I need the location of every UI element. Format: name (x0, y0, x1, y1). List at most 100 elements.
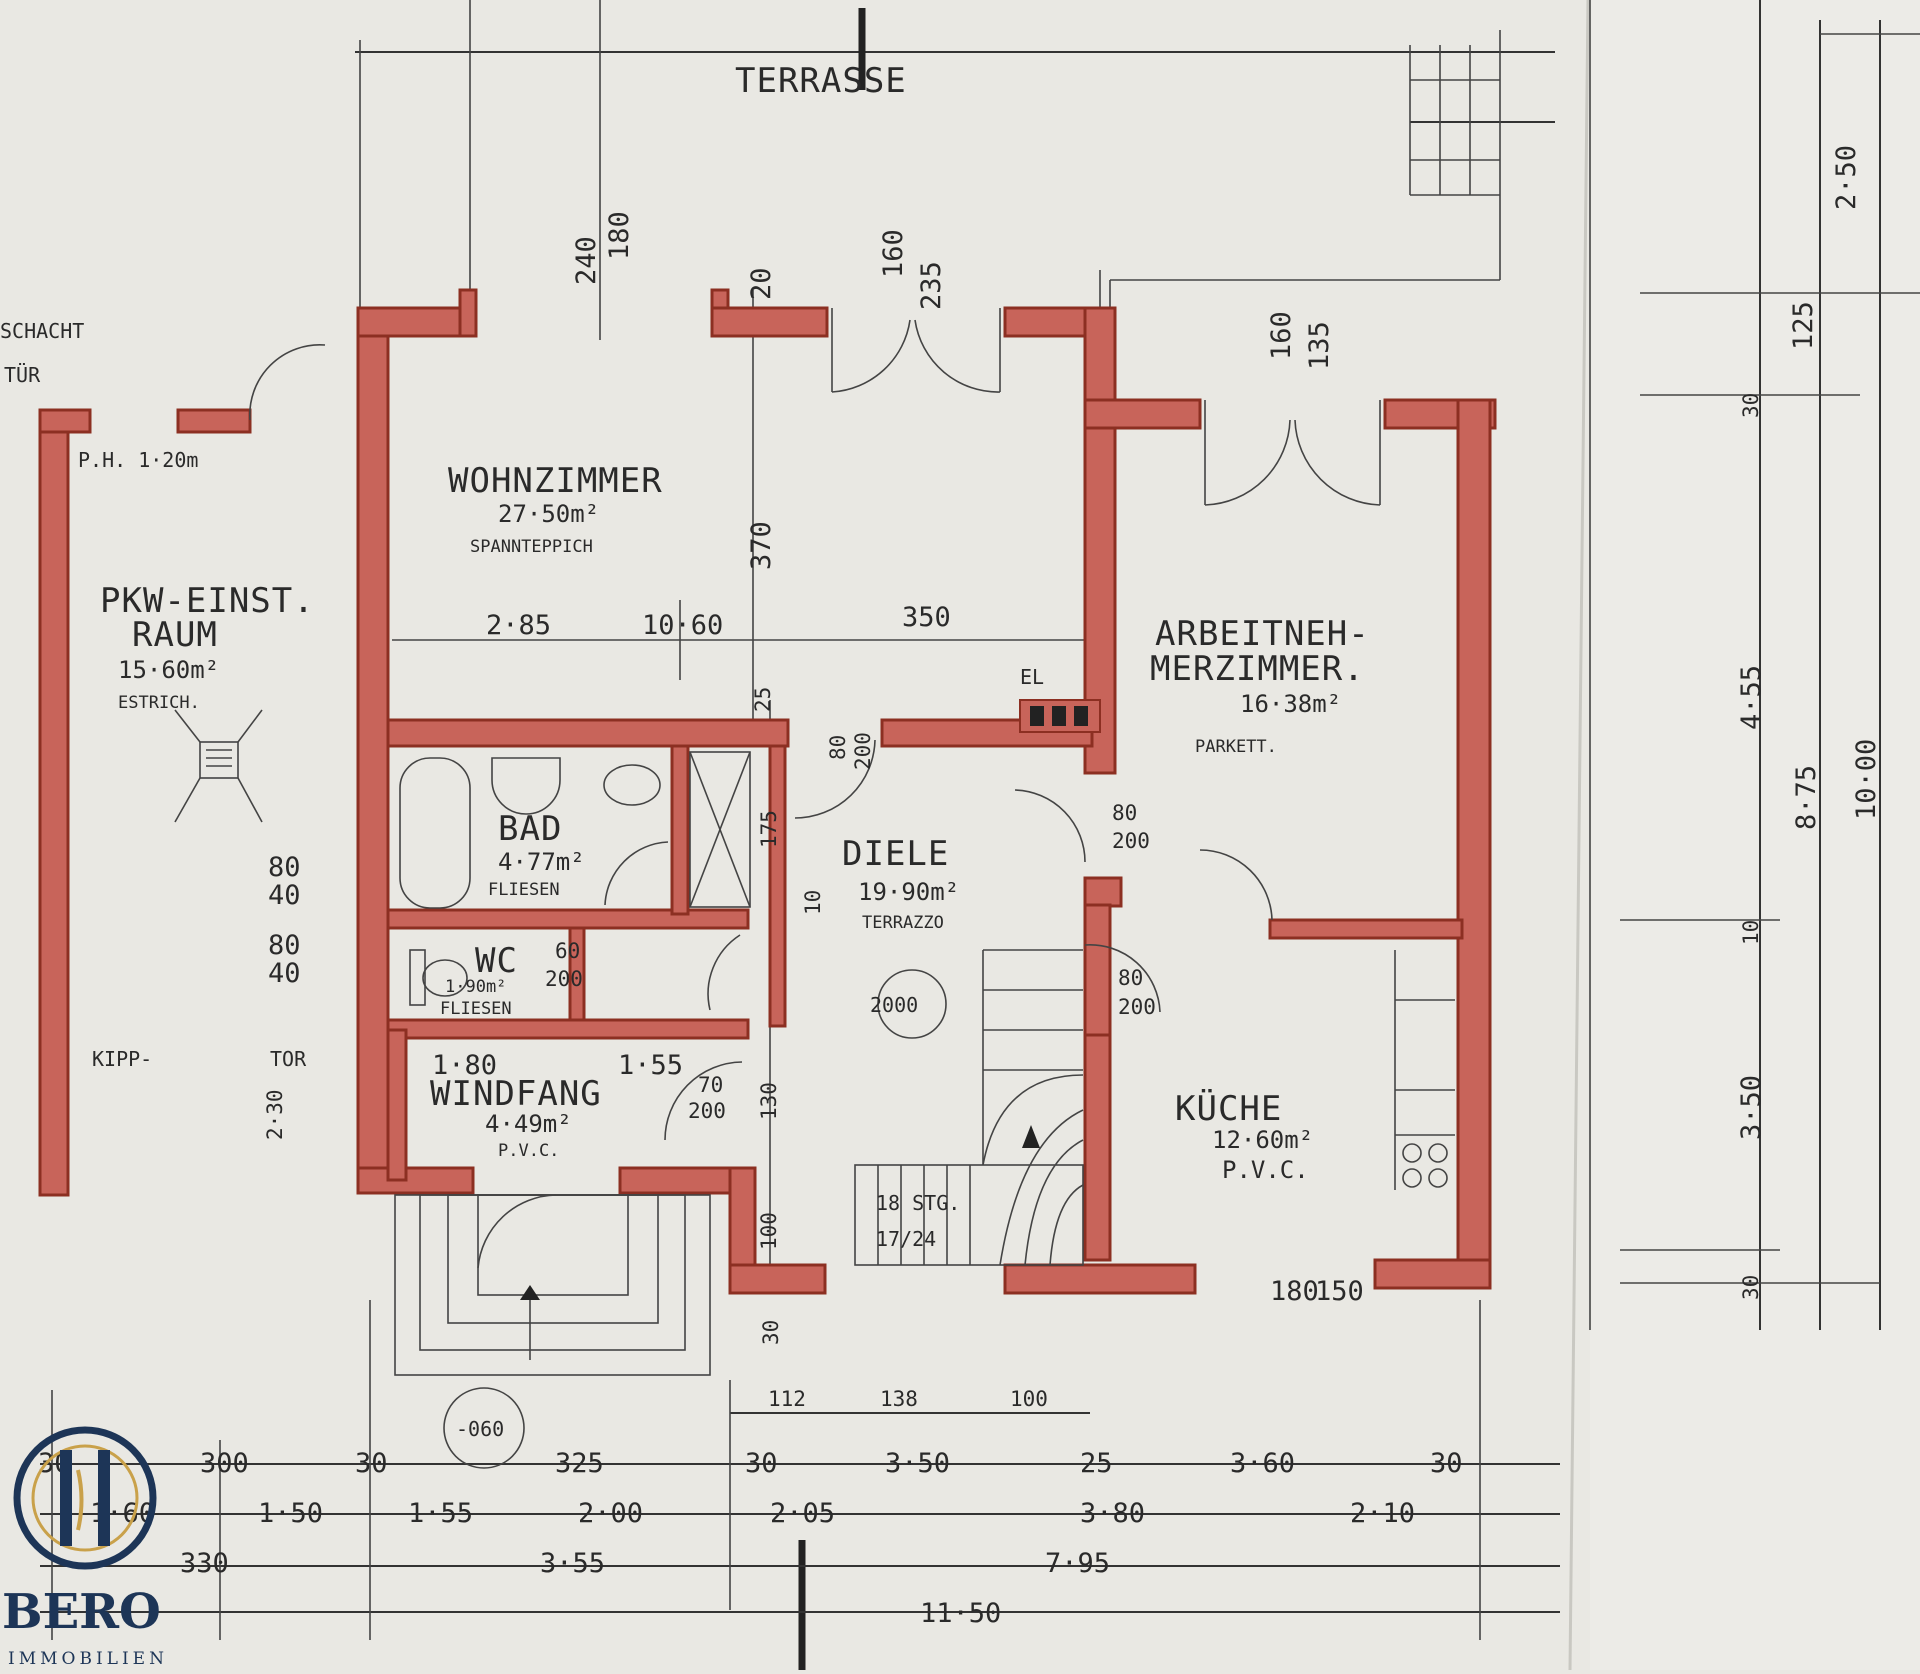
construction-lines (40, 0, 1920, 1670)
dim-80c: 80 (1112, 801, 1137, 825)
dim-150c: 150 (1315, 1276, 1364, 1307)
right-dim-1000: 10·00 (1851, 739, 1882, 820)
schacht-note: SCHACHT (0, 319, 84, 343)
right-dim-875: 8·75 (1791, 765, 1822, 830)
bottom-dim-row1-6: 25 (1080, 1448, 1113, 1479)
dim-200c: 200 (1112, 829, 1150, 853)
terrace-label: TERRASSE (735, 61, 907, 101)
kipp-note: KIPP- (92, 1047, 152, 1071)
diele-area: 19·90m² (858, 878, 959, 906)
bad-name: BAD (498, 809, 562, 849)
kueche-floor: P.V.C. (1222, 1156, 1309, 1184)
wohnzimmer-name: WOHNZIMMER (448, 461, 663, 501)
dim-135: 135 (1304, 321, 1335, 370)
bottom-dim-row1-1: 300 (200, 1448, 249, 1479)
stairs-count: 18 STG. (876, 1191, 960, 1215)
bottom-dim-row3-2: 7·95 (1045, 1548, 1110, 1579)
dim-130: 130 (757, 1082, 781, 1120)
dim-1060: 10·60 (642, 610, 723, 641)
dim-200e: 200 (851, 732, 875, 770)
pkw-floor: ESTRICH. (118, 693, 200, 713)
bottom-dim-row2-1: 1·50 (258, 1498, 323, 1529)
logo-inner-ring-icon (31, 1444, 139, 1552)
dim-200b: 200 (688, 1099, 726, 1123)
dim-180c: 180 (1270, 1276, 1319, 1307)
bottom-dim-row2-5: 3·80 (1080, 1498, 1145, 1529)
diele-name: DIELE (842, 834, 949, 874)
wc-name: WC (475, 941, 518, 981)
bottom-dim-row3-1: 3·55 (540, 1548, 605, 1579)
bottom-dim-row3-0: 330 (180, 1548, 229, 1579)
dim-30a: 30 (759, 1320, 783, 1345)
bad-floor: FLIESEN (488, 880, 560, 900)
bad-area: 4·77m² (498, 848, 585, 876)
dim-80a: 80 (268, 852, 301, 883)
brand-name: BERO (2, 1584, 161, 1640)
windfang-area: 4·49m² (485, 1110, 572, 1138)
dim-370: 370 (746, 521, 777, 570)
tor-note: TOR (270, 1047, 307, 1071)
dim-230: 2·30 (263, 1089, 287, 1140)
pkw-name2: RAUM (132, 615, 218, 655)
dim-350: 350 (902, 602, 951, 633)
bottom-dim-row2-4: 2·05 (770, 1498, 835, 1529)
dim-138: 138 (880, 1387, 918, 1411)
dim-40a: 40 (268, 880, 301, 911)
windfang-floor: P.V.C. (498, 1141, 559, 1161)
dim-25: 25 (751, 687, 775, 712)
right-dim-125: 125 (1788, 301, 1819, 350)
dim-112: 112 (768, 1387, 806, 1411)
dim-10: 10 (801, 890, 825, 915)
bottom-dim-row1-8: 30 (1430, 1448, 1463, 1479)
labels: TERRASSE WOHNZIMMER 27·50m² SPANNTEPPICH… (0, 61, 1882, 1441)
paper-fold (1568, 0, 1590, 1671)
dim-100: 100 (757, 1212, 781, 1250)
kueche-area: 12·60m² (1212, 1126, 1313, 1154)
dim-180b: 1·80 (432, 1050, 497, 1081)
bottom-dim-row1-2: 30 (355, 1448, 388, 1479)
dim-200: 200 (545, 967, 583, 991)
dim-40b: 40 (268, 958, 301, 989)
stairs-ratio: 17/24 (876, 1227, 936, 1251)
bottom-dim-row2-6: 2·10 (1350, 1498, 1415, 1529)
dim-200d: 200 (1118, 995, 1156, 1019)
paper-right-panel (1590, 0, 1920, 1670)
right-dim-10: 10 (1739, 920, 1763, 945)
bero-logo: BERO IMMOBILIEN (2, 1426, 168, 1669)
wc-area: 1·90m² (445, 977, 506, 997)
ph-note: P.H. 1·20m (78, 448, 198, 472)
pkw-area: 15·60m² (118, 656, 219, 684)
dim-240: 240 (571, 236, 602, 285)
dim-100b: 100 (1010, 1387, 1048, 1411)
brand-sub: IMMOBILIEN (8, 1649, 168, 1669)
tuer-note: TÜR (4, 363, 41, 387)
dim-80b: 80 (268, 930, 301, 961)
dim-80e: 80 (826, 735, 850, 760)
bottom-dim-row2-2: 1·55 (408, 1498, 473, 1529)
bottom-dim-row2-3: 2·00 (578, 1498, 643, 1529)
dim-235: 235 (916, 261, 947, 310)
arbeit-name1: ARBEITNEH- (1155, 614, 1370, 654)
logo-ring-icon (13, 1426, 157, 1570)
dim-155: 1·55 (618, 1050, 683, 1081)
right-dim-30: 30 (1739, 393, 1763, 418)
bottom-dim-row1-4: 30 (745, 1448, 778, 1479)
bottom-dim-row1-5: 3·50 (885, 1448, 950, 1479)
dim-285: 2·85 (486, 610, 551, 641)
walls (38, 288, 1497, 1295)
circle-bottom-label: -060 (456, 1417, 504, 1441)
arbeit-floor: PARKETT. (1195, 737, 1277, 757)
wc-floor: FLIESEN (440, 999, 512, 1019)
arbeit-area: 16·38m² (1240, 690, 1341, 718)
bottom-dim-row1-7: 3·60 (1230, 1448, 1295, 1479)
right-dim-30b: 30 (1739, 1275, 1763, 1300)
right-dim-350: 3·50 (1736, 1075, 1767, 1140)
circle-top-label: 2000 (870, 993, 918, 1017)
dim-80d: 80 (1118, 966, 1143, 990)
right-dim-250: 2·50 (1831, 145, 1862, 210)
dim-20: 20 (746, 267, 777, 300)
dim-180: 180 (604, 211, 635, 260)
arbeit-name2: MERZIMMER. (1150, 649, 1365, 689)
wohnzimmer-area: 27·50m² (498, 500, 599, 528)
